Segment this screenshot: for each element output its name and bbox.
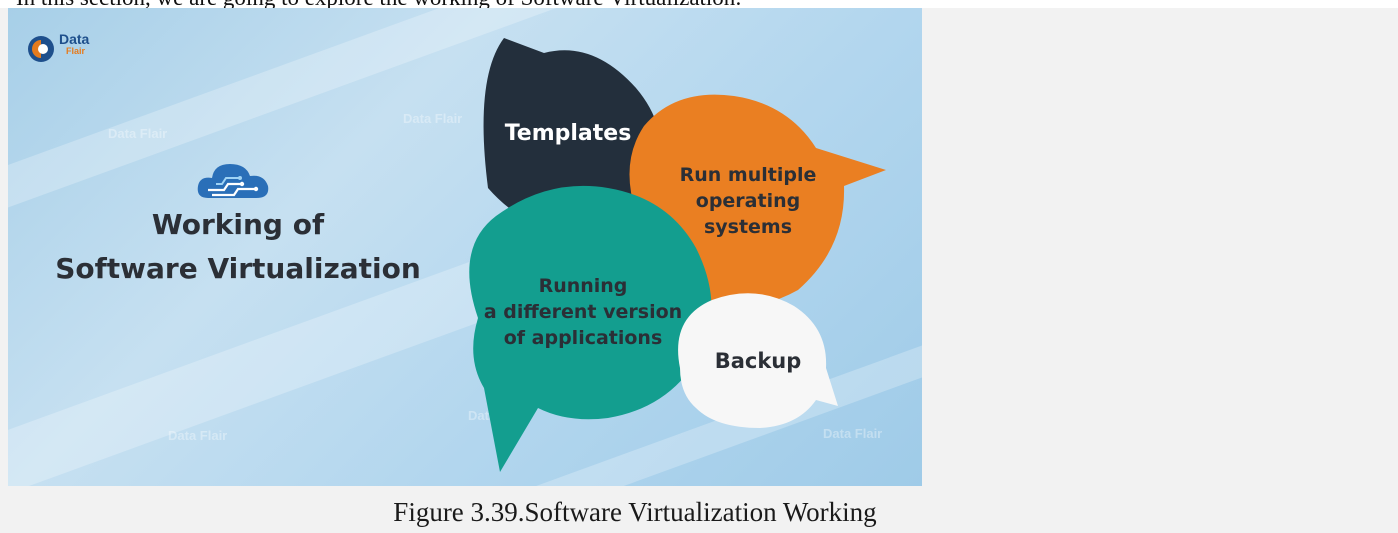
figure-caption: Figure 3.39.Software Virtualization Work…: [393, 497, 877, 527]
run-multiple-line1: Run multiple: [679, 164, 817, 186]
top-paragraph-text: In this section, we are going to explore…: [16, 0, 742, 8]
templates-bubble: [483, 38, 662, 234]
top-paragraph-cut: In this section, we are going to explore…: [0, 0, 1398, 8]
dataflair-logo: Data Flair: [26, 30, 116, 70]
run-multiple-line3: systems: [703, 216, 793, 238]
cloud-circuit-icon: [197, 164, 269, 198]
running-bubble: [469, 185, 712, 472]
figure-image: Data Flair Data Flair Data Flair Data Fl…: [8, 8, 922, 486]
logo-sub: Flair: [66, 46, 86, 56]
backup-label: Backup: [688, 348, 828, 374]
watermark: Data Flair: [168, 428, 228, 443]
logo-name: Data: [59, 31, 90, 47]
figure-title-line2: Software Virtualization: [55, 252, 421, 285]
running-line1: Running: [538, 275, 628, 297]
dataflair-logo-icon: [28, 36, 54, 62]
templates-line1: Templates: [504, 121, 632, 146]
running-line2: a different version: [483, 301, 683, 323]
backup-bubble: [678, 293, 838, 428]
templates-label: Templates: [498, 121, 638, 147]
watermark: Data Flair: [108, 126, 168, 141]
figure-title: Working of Software Virtualization: [18, 203, 458, 291]
watermark: Data Flair: [823, 426, 883, 441]
watermark: Data Flair: [403, 111, 463, 126]
running-label: Running a different version of applicati…: [463, 273, 703, 351]
run-multiple-label: Run multiple operating systems: [658, 162, 838, 240]
run-multiple-line2: operating: [695, 190, 801, 212]
running-line3: of applications: [503, 327, 663, 349]
figure-title-line1: Working of: [151, 208, 325, 241]
speech-bubbles: [469, 38, 886, 472]
backup-line1: Backup: [714, 349, 802, 373]
